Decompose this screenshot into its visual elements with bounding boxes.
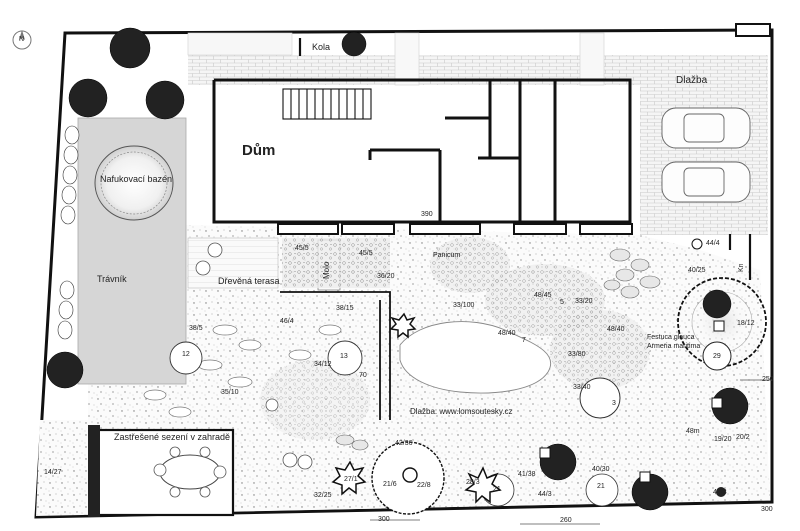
plant-code: 41/38 [518,471,536,478]
bed-edges [280,291,391,420]
plant-code: 46/4 [280,318,294,325]
dimension-390: 390 [421,211,433,218]
compass [12,30,32,50]
plant-code: 33/40 [573,384,591,391]
plant-code: 28/3 [466,479,480,486]
house-label: Dům [242,142,276,159]
plant-code: 3 [612,400,616,407]
plant-code: 33/20 [575,298,593,305]
plant-code: 29 [713,353,721,360]
compass-label: N [19,36,25,43]
marker-44-3 [716,487,726,497]
plant-code: 14/27 [44,469,62,476]
plant-code: 33/100 [453,302,475,309]
plant-code: 32/25 [314,492,332,499]
parked-cars [661,107,751,203]
entrance-strip-3 [579,32,605,86]
pool-rim [100,151,168,215]
plant-code: 20/2 [736,434,750,441]
dining-table [159,454,221,490]
plant-code: 21 [493,486,501,493]
plant-code: 48/40 [498,330,516,337]
shrub-21b [585,473,619,507]
shrub-13 [327,340,363,376]
stepping-stones [143,324,342,418]
fence-posts [298,38,752,280]
entrance-strip-1 [187,32,293,56]
plant-code: 44/3 [713,489,727,496]
lawn-label: Trávník [97,274,127,284]
plant-code: 38/15 [336,305,354,312]
dimension-lines [370,379,772,525]
plant-code: 36/20 [377,273,395,280]
dimension-300-bottom-right: 300 [761,506,773,513]
terrace-chair-2 [195,260,211,276]
corner-post [735,23,771,37]
plant-code: 42/36 [395,440,413,447]
plant-code: 4 [643,473,647,480]
stairs [282,88,372,120]
terrace-label: Dřevěná terasa [218,276,280,286]
plant-code: 27/1 [344,476,358,483]
dining-chairs [153,446,227,498]
plant-code: 44/3 [538,491,552,498]
terrace-chair-1 [207,242,223,258]
plant-code: 44/4 [706,240,720,247]
plant-code: 13 [340,353,348,360]
dimension-250: 250 [762,376,774,383]
dimension-48m: 48m [686,428,700,435]
paving-label: Dlažba [676,75,708,86]
shrub-12 [169,341,203,375]
plant-code: 5 [560,299,564,306]
covered-seating-label: Zastřešené sezení v zahradě [114,432,231,442]
planter-center [402,467,418,483]
plant-code: 7 [522,337,526,344]
entrance-strip-2 [394,32,420,86]
plant-code: 38/5 [189,325,203,332]
plant-code: 22/8 [417,482,431,489]
dimension-300-bottom-left: 300 [378,516,390,523]
tree-29 [702,341,732,371]
plant-code: 33/80 [568,351,586,358]
pool-label: Nafukovací bazén [100,174,173,184]
stone-pile [335,248,661,451]
dimension-70: 70 [359,372,367,379]
plant-code: 19/20 [714,436,732,443]
plant-code: 4 [715,399,719,406]
seating-roof-edge [88,425,100,517]
plant-code: 21 [597,483,605,490]
dark-trees [46,27,749,511]
marker-44-4 [691,238,703,250]
plant-code: 48/40 [607,326,625,333]
code-markers [539,320,725,483]
plant-code: 45/5 [359,250,373,257]
plant-code: 35/10 [221,389,239,396]
pier-label: Molo [322,261,331,279]
pond [399,321,551,394]
hedge-left [57,125,80,340]
plant-code: 12 [182,351,190,358]
plant-code: 40/30 [592,466,610,473]
plant-code: 40/25 [688,267,706,274]
dimension-260: 260 [560,517,572,524]
festuca-label: Festuca glauca [647,334,695,341]
plant-code: 34/12 [314,361,332,368]
tree-3 [579,377,621,419]
plant-code: 4 [543,449,547,456]
house-piers [277,223,633,235]
armeria-label: Armeria maritima [647,343,701,350]
plant-code: 21/6 [383,481,397,488]
loungers [265,398,313,470]
bikes-label: Kola [312,42,331,52]
corner-tag-label: Kn [738,263,745,272]
dense-planting [260,237,650,440]
plant-code: 48/45 [534,292,552,299]
paving-source-label: Dlažba: www.lomsoutesky.cz [410,407,513,416]
plant-code: 45/5 [295,245,309,252]
plant-code: 18/12 [737,320,755,327]
panicum-label: Panicum [433,252,461,259]
pool [94,145,174,221]
spiky-shrubs [331,312,502,504]
